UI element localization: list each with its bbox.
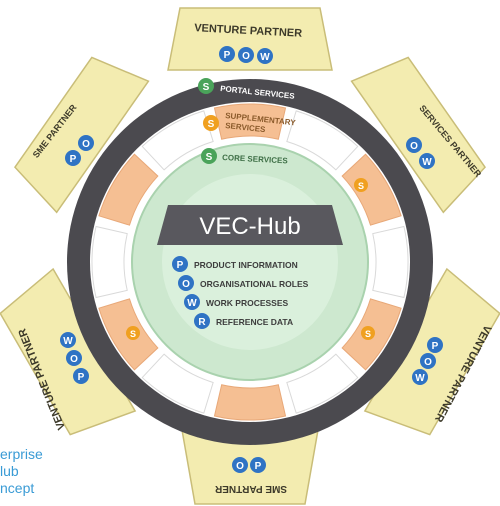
partner-label-sme-bottom: SME PARTNER bbox=[214, 483, 287, 494]
partner-badges-sme-left: P O bbox=[65, 135, 94, 166]
badge-w-icon bbox=[419, 153, 435, 169]
hub-item-label: REFERENCE DATA bbox=[216, 317, 293, 327]
hub-item: R REFERENCE DATA bbox=[194, 313, 293, 329]
core-services-label: S CORE SERVICES bbox=[201, 148, 289, 165]
partner-badges-venture-right: P O W bbox=[412, 337, 443, 385]
badge-w-icon bbox=[257, 48, 273, 64]
badge-w-icon bbox=[184, 294, 200, 310]
svg-text:W: W bbox=[422, 157, 432, 168]
supplementary-segment bbox=[286, 110, 359, 171]
badge-o-icon bbox=[406, 137, 422, 153]
supplementary-segment bbox=[213, 103, 287, 140]
badge-o-icon bbox=[66, 350, 82, 366]
badge-o-icon bbox=[178, 275, 194, 291]
marker-s: S bbox=[361, 326, 375, 340]
badge-p-icon bbox=[250, 457, 266, 473]
badge-s-icon bbox=[126, 326, 140, 340]
badge-w-icon bbox=[60, 332, 76, 348]
partner-panel-venture-top bbox=[167, 7, 333, 71]
badge-o-icon bbox=[420, 353, 436, 369]
hub-items: P PRODUCT INFORMATION O ORGANISATIONAL R… bbox=[172, 256, 309, 329]
badge-p-icon bbox=[219, 46, 235, 62]
partner-panel-services bbox=[350, 56, 486, 214]
partner-badges-venture-top: P O W bbox=[219, 46, 273, 64]
badge-r-icon bbox=[194, 313, 210, 329]
caption-line: ncept bbox=[0, 480, 35, 496]
svg-text:P: P bbox=[70, 154, 77, 165]
hub-header bbox=[157, 205, 343, 245]
svg-text:R: R bbox=[198, 317, 206, 328]
svg-text:O: O bbox=[82, 139, 90, 150]
svg-text:S: S bbox=[130, 329, 136, 339]
badge-o-icon bbox=[78, 135, 94, 151]
svg-text:W: W bbox=[63, 336, 73, 347]
svg-text:P: P bbox=[255, 461, 262, 472]
hub-item-label: PRODUCT INFORMATION bbox=[194, 260, 298, 270]
supplementary-segment bbox=[213, 384, 287, 421]
svg-text:W: W bbox=[260, 52, 270, 63]
marker-s: S bbox=[126, 326, 140, 340]
svg-text:S: S bbox=[206, 152, 213, 163]
svg-text:W: W bbox=[415, 373, 425, 384]
badge-s-icon bbox=[354, 178, 368, 192]
partner-panel-sme-left bbox=[14, 56, 150, 214]
partner-panel-venture-left bbox=[0, 267, 137, 436]
svg-text:P: P bbox=[177, 260, 184, 271]
caption-line: erprise bbox=[0, 446, 43, 462]
hub-item-label: WORK PROCESSES bbox=[206, 298, 289, 308]
caption: erprise lub ncept bbox=[0, 446, 80, 497]
hub-item: W WORK PROCESSES bbox=[184, 294, 289, 310]
svg-text:W: W bbox=[187, 298, 197, 309]
supplementary-markers: S S S bbox=[126, 178, 375, 340]
supplementary-segment bbox=[98, 153, 159, 226]
svg-text:S: S bbox=[365, 329, 371, 339]
core-services-text: CORE SERVICES bbox=[222, 153, 289, 165]
badge-p-icon bbox=[427, 337, 443, 353]
svg-text:O: O bbox=[236, 461, 244, 472]
supplementary-segment bbox=[141, 110, 214, 171]
partner-label-venture-top: VENTURE PARTNER bbox=[194, 22, 303, 40]
badge-p-icon bbox=[73, 368, 89, 384]
partner-badges-sme-bottom: O P bbox=[232, 457, 266, 473]
badge-w-icon bbox=[412, 369, 428, 385]
badge-p-icon bbox=[172, 256, 188, 272]
partner-badges-venture-left: W O P bbox=[60, 332, 89, 384]
hub-item: P PRODUCT INFORMATION bbox=[172, 256, 298, 272]
svg-text:S: S bbox=[358, 181, 364, 191]
hub-item-label: ORGANISATIONAL ROLES bbox=[200, 279, 309, 289]
supplementary-segment bbox=[372, 225, 409, 299]
badge-s-icon bbox=[203, 115, 219, 131]
svg-text:O: O bbox=[70, 354, 78, 365]
caption-line: lub bbox=[0, 463, 19, 479]
badge-p-icon bbox=[65, 150, 81, 166]
supplementary-segment bbox=[91, 225, 128, 299]
svg-text:O: O bbox=[182, 279, 190, 290]
hub-item: O ORGANISATIONAL ROLES bbox=[178, 275, 309, 291]
badge-s-icon bbox=[361, 326, 375, 340]
badge-o-icon bbox=[238, 47, 254, 63]
svg-text:O: O bbox=[242, 51, 250, 62]
svg-text:P: P bbox=[432, 341, 439, 352]
svg-text:O: O bbox=[424, 357, 432, 368]
badge-s-icon bbox=[201, 148, 217, 164]
hub-title: VEC-Hub bbox=[199, 213, 300, 240]
supplementary-segment bbox=[286, 353, 359, 414]
supplementary-segment bbox=[341, 153, 402, 226]
partner-panels bbox=[0, 7, 500, 505]
svg-text:O: O bbox=[410, 141, 418, 152]
supplementary-segment bbox=[141, 353, 214, 414]
svg-text:S: S bbox=[203, 82, 210, 93]
partner-badges-services: O W bbox=[406, 137, 435, 169]
svg-text:S: S bbox=[208, 119, 215, 130]
svg-text:P: P bbox=[224, 50, 231, 61]
supplementary-line2: SERVICES bbox=[225, 121, 267, 134]
marker-s: S bbox=[354, 178, 368, 192]
badge-o-icon bbox=[232, 457, 248, 473]
svg-text:P: P bbox=[78, 372, 85, 383]
badge-s-icon bbox=[198, 78, 214, 94]
